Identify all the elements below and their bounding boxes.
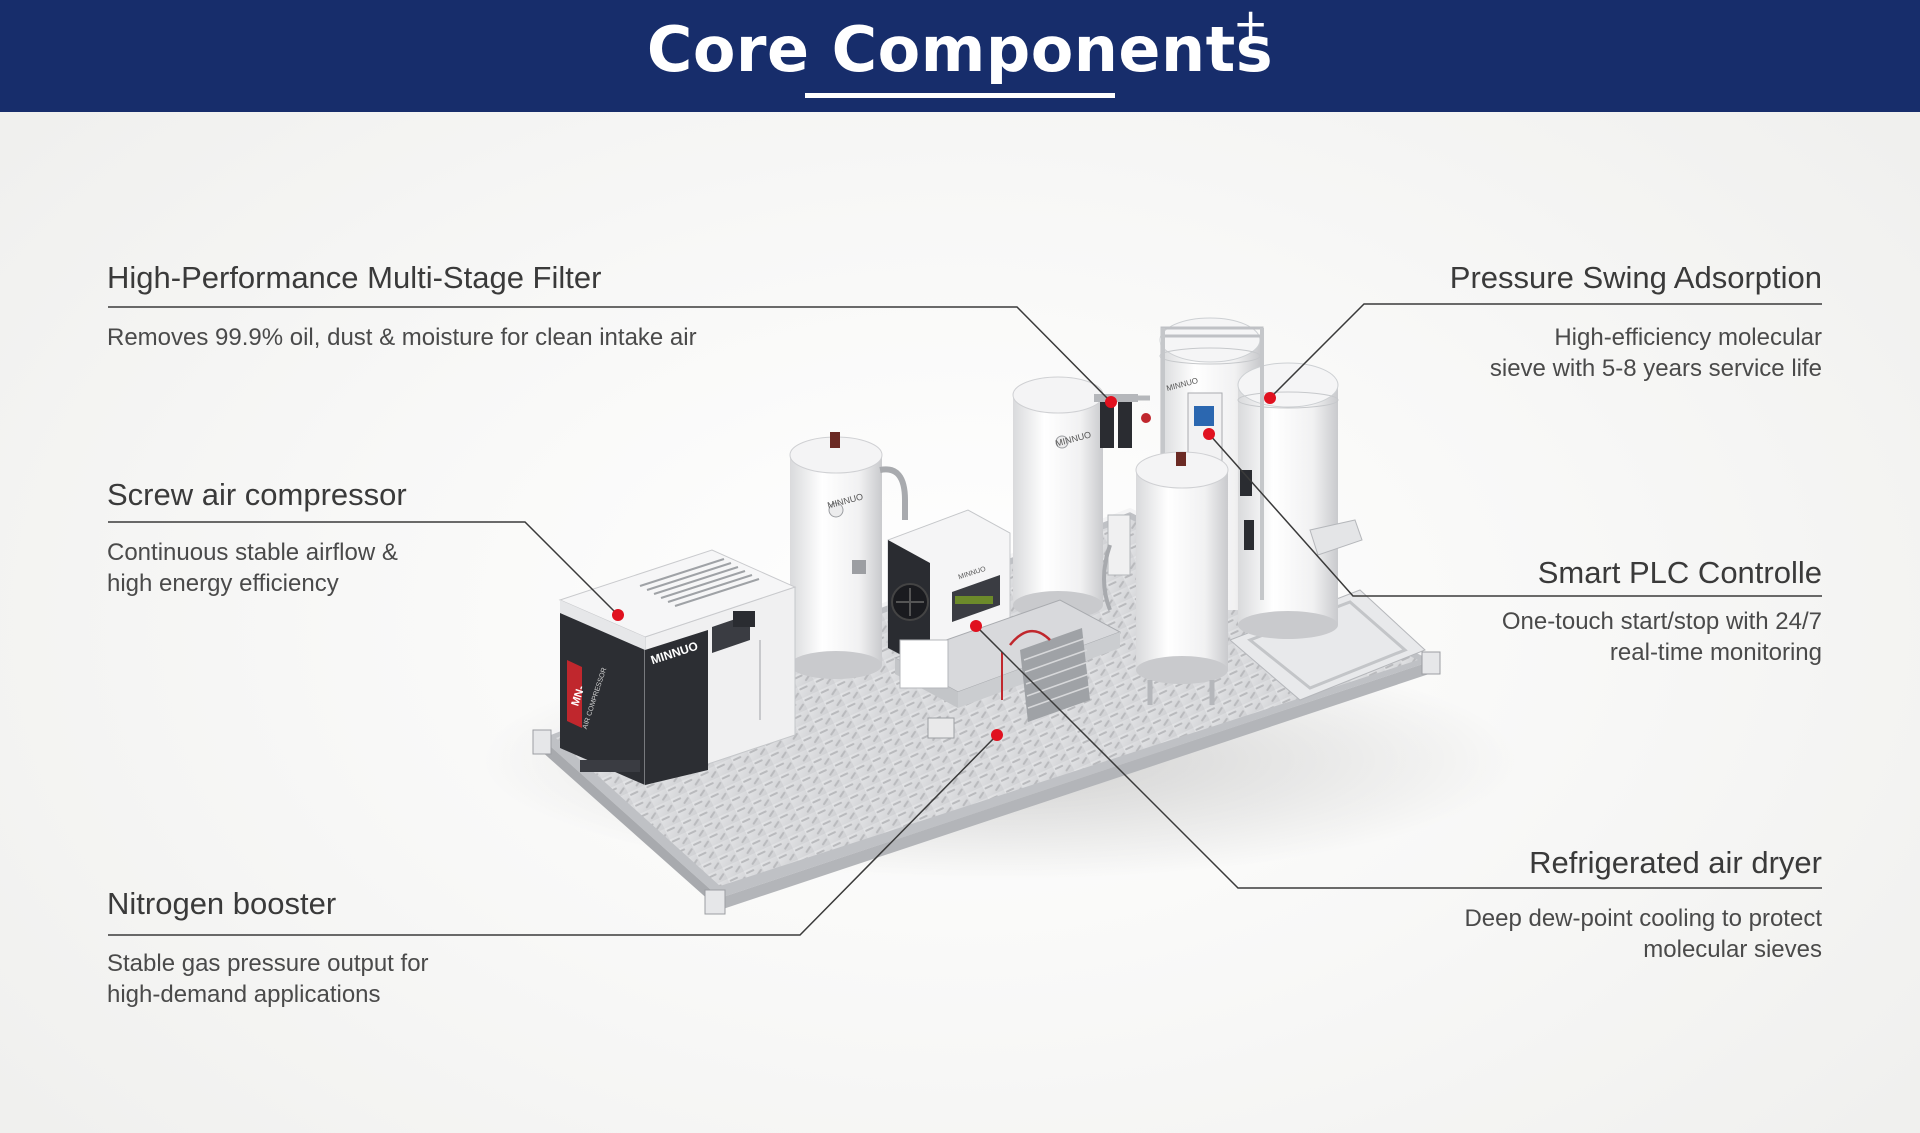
air-receiver-tank-left (789, 432, 908, 679)
dryer-description-line1: Deep dew-point cooling to protect (1464, 905, 1822, 932)
compressor-description-line2: high energy efficiency (107, 570, 339, 597)
filter-heading: High-Performance Multi-Stage Filter (107, 260, 602, 295)
psa-marker (1264, 392, 1276, 404)
plc-marker (1203, 428, 1215, 440)
compressor-marker (612, 609, 624, 621)
psa-description-line2: sieve with 5-8 years service life (1489, 355, 1822, 382)
filter-description: Removes 99.9% oil, dust & moisture for c… (107, 324, 697, 351)
plc-description-line1: One-touch start/stop with 24/7 (1501, 608, 1822, 635)
nitrogen-buffer-tank (1102, 451, 1229, 705)
booster-heading: Nitrogen booster (107, 886, 337, 921)
dryer-heading: Refrigerated air dryer (1529, 845, 1822, 880)
compressor-description-line1: Continuous stable airflow & (107, 539, 398, 566)
filter-marker (1105, 396, 1117, 408)
booster-description-line2: high-demand applications (107, 981, 381, 1008)
air-receiver-tank-middle (1012, 376, 1104, 619)
dryer-marker (970, 620, 982, 632)
plc-leader-line (1208, 433, 1822, 597)
dryer-description-line2: molecular sieves (1643, 936, 1822, 963)
nitrogen-booster-unit (893, 599, 1122, 739)
page-title: Core Components (646, 13, 1274, 86)
psa-heading: Pressure Swing Adsorption (1449, 260, 1822, 295)
compressor-heading: Screw air compressor (107, 477, 407, 512)
plc-description-line2: real-time monitoring (1609, 639, 1822, 666)
psa-leader-line (1269, 303, 1822, 399)
screw-air-compressor-unit (558, 549, 797, 786)
booster-marker (991, 729, 1003, 741)
header-bar: Core Components + (0, 0, 1920, 112)
filter-leader-line (108, 306, 1112, 403)
dryer-leader-line (975, 625, 1822, 889)
booster-description-line1: Stable gas pressure output for (107, 950, 429, 977)
plc-heading: Smart PLC Controlle (1537, 555, 1822, 590)
psa-description-line1: High-efficiency molecular (1554, 324, 1822, 351)
title-plus-mark: + (1233, 0, 1269, 48)
title-underline (805, 93, 1115, 98)
filter-assembly (1094, 394, 1151, 448)
booster-leader-line (108, 734, 998, 936)
compressor-leader-line (108, 521, 619, 616)
